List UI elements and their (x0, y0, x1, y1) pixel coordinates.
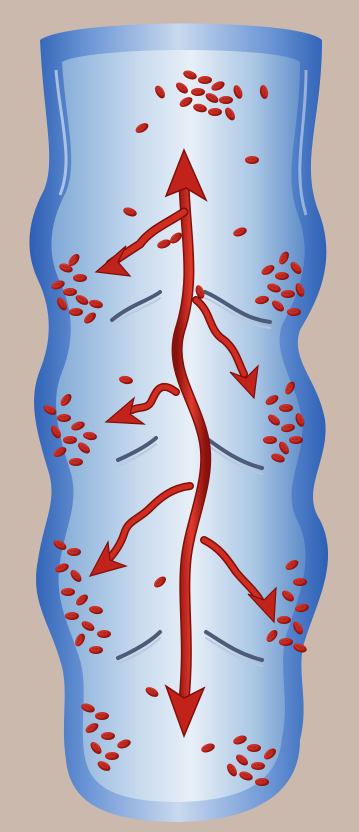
vein-illustration (0, 0, 359, 832)
vein-illustration-svg (0, 0, 359, 832)
